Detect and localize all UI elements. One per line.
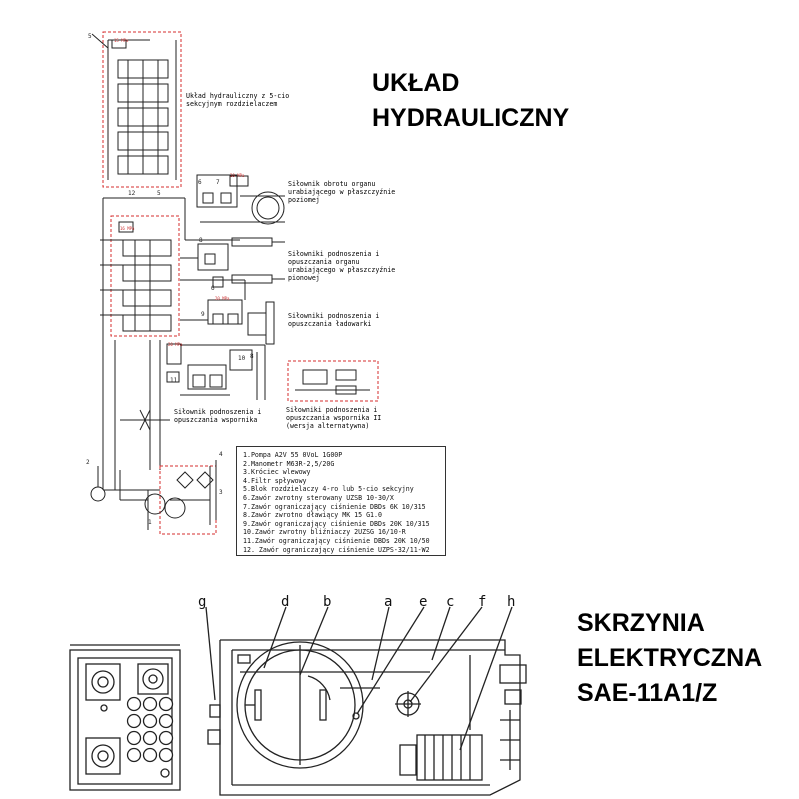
legend-item: 10.Zawór zwrotny bliźniaczy 2UZSG 16/10-…: [243, 528, 406, 537]
num-12: 12: [128, 190, 136, 197]
num-1: 1: [148, 519, 152, 526]
pressure-tag-3: 20 MPa: [230, 173, 245, 178]
num-2: 2: [86, 459, 90, 466]
num-8-a: 8: [199, 237, 203, 244]
electric-box-side-view: [207, 639, 527, 796]
letter-c: c: [446, 594, 454, 610]
callout-support: Siłownik podnoszenia i opuszczania wspor…: [174, 408, 262, 424]
callout-lift-organ: Siłowniki podnoszenia i opuszczania orga…: [288, 250, 396, 282]
top-valve-block-sections: [91, 33, 177, 180]
pressure-tag-1: 15 MPa: [114, 38, 129, 43]
electric-box-front-view: [69, 644, 181, 791]
legend-item: 8.Zawór zwrotno dławiący MK 15 G1.0: [243, 511, 382, 520]
letter-g: g: [198, 594, 206, 610]
num-10: 10: [238, 355, 246, 362]
legend-item: 2.Manometr M63R-2,5/20G: [243, 459, 335, 468]
num-11: 11: [170, 377, 178, 384]
legend-item: 12. Zawór ograniczający ciśnienie UZPS-3…: [243, 545, 430, 554]
letter-b: b: [323, 594, 331, 610]
legend-item: 9.Zawór ograniczający ciśnienie DBDs 20K…: [243, 519, 430, 528]
hydraulic-title-line-2: HYDRAULICZNY: [372, 104, 570, 132]
mid-valve-block-sections: [100, 221, 172, 332]
legend-item: 4.Filtr spływowy: [243, 476, 307, 485]
letter-h: h: [507, 594, 515, 610]
callout-loader: Siłowniki podnoszenia i opuszczania łado…: [288, 312, 380, 328]
pressure-tag-4: 20 MPa: [215, 296, 230, 301]
callout-support-ii: Siłowniki podnoszenia i opuszczania wspo…: [286, 406, 382, 430]
mid-valve-block-frame: [110, 215, 180, 337]
hydraulic-title-line-1: UKŁAD: [372, 69, 460, 97]
electric-title-line-1: SKRZYNIA: [577, 609, 705, 637]
legend-item: 7.Zawór ograniczający ciśnienie DBDs 6K …: [243, 502, 426, 511]
electric-title: SKRZYNIA ELEKTRYCZNA SAE-11A1/Z: [577, 606, 762, 711]
letter-e: e: [419, 594, 427, 610]
pressure-tag-5: 20 MPa: [168, 342, 183, 347]
num-3: 3: [219, 489, 223, 496]
num-9: 9: [201, 311, 205, 318]
num-5-mid: 5: [157, 190, 161, 197]
num-8-b: 8: [250, 353, 254, 360]
legend-item: 5.Blok rozdzielaczy 4-ro lub 5-cio sekcy…: [243, 485, 414, 494]
top-valve-block-frame: [102, 31, 182, 188]
hydraulic-title: UKŁAD HYDRAULICZNY: [372, 66, 569, 136]
num-5-top: 5: [88, 33, 92, 40]
legend-item: 1.Pompa A2V 55 0VoL 1G00P: [243, 451, 343, 459]
electric-title-line-3: SAE-11A1/Z: [577, 679, 718, 707]
top-block-label: Układ hydrauliczny z 5-cio sekcyjnym roz…: [186, 92, 290, 108]
legend-item: 11.Zawór ograniczający ciśnienie DBDs 20…: [243, 536, 430, 545]
num-6-b: 6: [211, 285, 215, 292]
callout-rotation: Siłownik obrotu organu urabiającego w pł…: [288, 180, 396, 204]
legend-item: 3.Króciec wlewowy: [243, 468, 311, 477]
num-7: 7: [216, 179, 220, 186]
pressure-tag-2: 16 MPa: [120, 226, 135, 231]
letter-d: d: [281, 594, 289, 610]
num-4: 4: [219, 451, 223, 458]
legend-item: 6.Zawór zwrotny sterowany UZSB 10-30/X: [243, 493, 394, 502]
letter-a: a: [384, 594, 392, 610]
letter-f: f: [478, 594, 486, 610]
num-6-a: 6: [198, 179, 202, 186]
legend-box: 1.Pompa A2V 55 0VoL 1G00P 2.Manometr M63…: [236, 446, 446, 556]
electric-title-line-2: ELEKTRYCZNA: [577, 644, 763, 672]
